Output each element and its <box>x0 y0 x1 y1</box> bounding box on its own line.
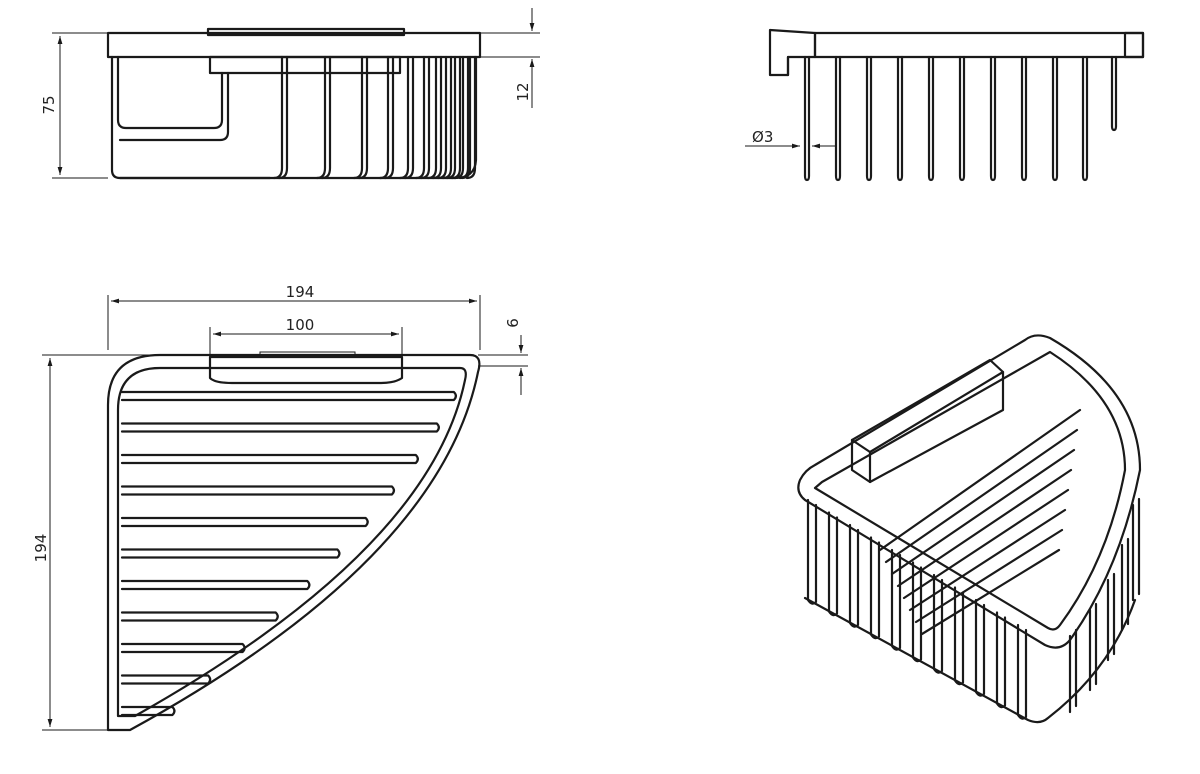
front-wire <box>398 55 410 180</box>
front-wire-inner <box>450 55 462 180</box>
top-view <box>106 351 481 732</box>
top-wire <box>120 485 396 496</box>
iso-floor-wire <box>890 448 1076 576</box>
iso-wire <box>827 511 839 617</box>
isometric-view <box>797 334 1142 724</box>
dimension-depth-label: 194 <box>32 534 50 563</box>
side-wire <box>803 55 811 182</box>
front-wire <box>426 55 438 180</box>
dimension-bracket-width: 100 <box>209 316 403 354</box>
dimension-height: 75 <box>40 32 108 179</box>
iso-wire <box>995 611 1007 709</box>
front-wire <box>453 55 465 180</box>
iso-wire <box>806 498 818 605</box>
front-wire <box>445 55 457 180</box>
side-wire <box>834 55 842 182</box>
iso-floor-wire <box>884 428 1079 564</box>
side-wire-short <box>1110 55 1118 132</box>
front-wire <box>378 55 390 180</box>
top-wire <box>120 705 176 717</box>
front-wire-inner <box>403 55 415 180</box>
svg-text:Ø3: Ø3 <box>752 128 773 146</box>
dimension-width-label: 194 <box>286 283 315 301</box>
side-wire <box>958 55 966 182</box>
iso-side-wire <box>1068 628 1078 714</box>
front-wire <box>414 55 426 180</box>
front-wire-inner <box>357 55 369 180</box>
top-wire <box>120 453 419 465</box>
iso-wire <box>869 536 881 640</box>
front-wire <box>315 55 327 180</box>
dimension-rim-offset: 12 <box>480 8 540 108</box>
iso-wires <box>806 408 1141 720</box>
side-wire <box>989 55 997 182</box>
iso-wire <box>890 548 902 651</box>
side-wire <box>1020 55 1028 182</box>
side-wire <box>896 55 904 182</box>
side-wires <box>803 55 1118 182</box>
front-wire-inner <box>431 55 443 180</box>
dimension-depth: 194 <box>32 354 150 731</box>
side-wire <box>865 55 873 182</box>
dimension-height-label: 75 <box>40 95 58 114</box>
side-wire <box>927 55 935 182</box>
iso-floor-wire <box>920 548 1061 636</box>
front-view <box>106 27 482 180</box>
iso-side-wire <box>1088 602 1098 692</box>
side-wire <box>1051 55 1059 182</box>
iso-floor-wire <box>914 528 1064 624</box>
iso-side-wire <box>1131 497 1141 602</box>
top-wire <box>120 548 341 559</box>
front-wire <box>352 55 364 180</box>
front-wire <box>272 55 284 180</box>
front-wires <box>272 55 477 180</box>
top-wire <box>120 390 457 402</box>
front-wire-inner <box>383 55 395 180</box>
front-wire-inner <box>320 55 332 180</box>
dimension-bracket-width-label: 100 <box>286 316 315 334</box>
top-wire <box>120 674 212 685</box>
iso-wire <box>932 573 944 674</box>
top-wire <box>120 422 440 433</box>
iso-side-wire <box>1106 572 1116 662</box>
diameter-symbol: Ø <box>752 128 764 146</box>
iso-wire <box>953 586 965 686</box>
dimension-rim-offset-label: 12 <box>514 82 532 101</box>
front-wire-inner <box>465 55 477 180</box>
front-wire <box>436 55 448 180</box>
dimension-bracket-offset: 6 <box>478 318 528 395</box>
diameter-value: 3 <box>764 128 774 146</box>
iso-wire <box>974 598 986 697</box>
side-view <box>768 28 1145 182</box>
dimension-wire-diameter: Ø3 <box>745 128 835 149</box>
top-wires <box>120 390 457 717</box>
iso-side-wire <box>1120 537 1130 632</box>
iso-floor-wire <box>908 508 1067 612</box>
iso-floor-wire <box>878 408 1082 552</box>
top-wire <box>120 642 246 654</box>
front-wire-inner <box>419 55 431 180</box>
side-wire <box>1081 55 1089 182</box>
front-wire <box>460 55 472 180</box>
iso-floor-wire <box>896 468 1073 588</box>
front-wire-inner <box>277 55 289 180</box>
iso-wire <box>911 561 923 663</box>
top-wire <box>120 611 279 622</box>
iso-wire <box>848 523 860 628</box>
iso-wire <box>1016 623 1028 720</box>
dimension-bracket-offset-label: 6 <box>504 318 522 328</box>
iso-floor-wire <box>902 488 1070 600</box>
top-wire <box>120 516 369 528</box>
dimension-width: 194 <box>107 283 481 350</box>
front-wire-inner <box>441 55 453 180</box>
top-wire <box>120 579 311 591</box>
